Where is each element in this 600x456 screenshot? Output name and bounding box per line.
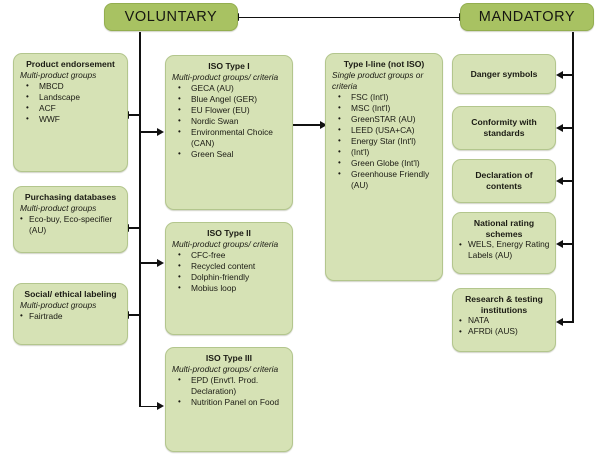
box-title: ISO Type III <box>205 353 253 363</box>
list-item: Fairtrade <box>20 310 123 322</box>
list-item: Nordic Swan <box>178 115 288 127</box>
branch-to-iso-type-iii <box>140 405 158 408</box>
branch-to-national-rating <box>562 243 574 245</box>
box-title: Product endorsement <box>26 59 115 69</box>
list-item: Mobius loop <box>178 282 288 294</box>
branch-to-iso-type-ii <box>140 262 158 264</box>
branch-to-conformity <box>562 127 574 129</box>
box-iso-type-i[interactable]: ISO Type I Multi-product groups/ criteri… <box>165 55 293 210</box>
box-title: Type I-line (not ISO) <box>343 59 425 69</box>
list-item: Blue Angel (GER) <box>178 93 288 105</box>
branch-to-product-endorsement <box>128 114 140 116</box>
branch-to-danger-symbols <box>562 74 574 76</box>
header-mandatory[interactable]: MANDATORY <box>460 3 594 31</box>
box-product-endorsement[interactable]: Product endorsement Multi-product groups… <box>13 53 128 172</box>
list-item: Dolphin-friendly <box>178 271 288 283</box>
arrowhead-research-testing <box>556 318 563 326</box>
arrowhead-iso-type-i <box>157 128 164 136</box>
box-item-list: NATA AFRDi (AUS) <box>455 315 553 337</box>
branch-to-research-testing <box>562 321 574 323</box>
list-item: NATA <box>459 315 551 326</box>
spine-mandatory <box>572 32 574 323</box>
connector-voluntary-mandatory <box>238 16 460 19</box>
box-title: ISO Type II <box>207 228 251 238</box>
list-item: MBCD <box>26 80 123 92</box>
box-title: Danger symbols <box>470 68 538 79</box>
box-title: ISO Type I <box>208 61 250 71</box>
box-title: Research & testing institutions <box>465 294 543 315</box>
branch-to-social-ethical-labeling <box>128 314 140 316</box>
box-danger-symbols[interactable]: Danger symbols <box>452 54 556 94</box>
arrowhead-conformity <box>556 124 563 132</box>
list-item: CFC-free <box>178 249 288 261</box>
box-subtitle: Multi-product groups/ criteria <box>172 71 279 82</box>
arrowhead-declaration <box>556 177 563 185</box>
box-item-list: Eco-buy, Eco-specifier (AU) <box>16 213 125 236</box>
list-item: Eco-buy, Eco-specifier (AU) <box>20 213 123 236</box>
box-item-list: FSC (Int'l) MSC (Int'l) GreenSTAR (AU) L… <box>328 91 440 191</box>
arrowhead-type-i-line <box>320 121 327 129</box>
list-item: GreenSTAR (AU) <box>338 113 438 125</box>
list-item: Nutrition Panel on Food <box>178 396 288 408</box>
box-social-ethical-labeling[interactable]: Social/ ethical labeling Multi-product g… <box>13 283 128 345</box>
list-item: GECA (AU) <box>178 82 288 94</box>
list-item: FSC (Int'l) <box>338 91 438 103</box>
box-subtitle: Multi-product groups/ criteria <box>172 363 279 374</box>
box-item-list: CFC-free Recycled content Dolphin-friend… <box>168 249 290 294</box>
list-item: LEED (USA+CA) <box>338 124 438 136</box>
box-conformity-with-standards[interactable]: Conformity with standards <box>452 106 556 150</box>
header-voluntary[interactable]: VOLUNTARY <box>104 3 238 31</box>
box-iso-type-iii[interactable]: ISO Type III Multi-product groups/ crite… <box>165 347 293 452</box>
list-item: Recycled content <box>178 260 288 272</box>
branch-to-declaration <box>562 180 574 182</box>
list-item: MSC (Int'l) <box>338 102 438 114</box>
spine-voluntary <box>139 32 141 407</box>
box-subtitle: Single product groups or criteria <box>332 69 424 91</box>
list-item: Greenhouse Friendly (AU) <box>338 168 438 191</box>
list-item: Environmental Choice (CAN) <box>178 126 288 149</box>
box-purchasing-databases[interactable]: Purchasing databases Multi-product group… <box>13 186 128 253</box>
list-item: Green Seal <box>178 148 288 160</box>
box-item-list: GECA (AU) Blue Angel (GER) EU Flower (EU… <box>168 82 290 160</box>
header-mandatory-label: MANDATORY <box>478 9 576 25</box>
list-item: Green Globe (Int'l) <box>338 157 438 169</box>
list-item: WELS, Energy Rating Labels (AU) <box>459 239 551 261</box>
connector-iso-type-i-to-type-i-line <box>293 124 321 126</box>
list-item: (Int'l) <box>338 146 438 158</box>
box-research-testing-institutions[interactable]: Research & testing institutions NATA AFR… <box>452 288 556 352</box>
arrowhead-danger-symbols <box>556 71 563 79</box>
box-title: Conformity with standards <box>471 117 537 138</box>
box-national-rating-schemes[interactable]: National rating schemes WELS, Energy Rat… <box>452 212 556 274</box>
box-iso-type-ii[interactable]: ISO Type II Multi-product groups/ criter… <box>165 222 293 335</box>
box-item-list: WELS, Energy Rating Labels (AU) <box>455 239 553 261</box>
box-title: Social/ ethical labeling <box>24 289 117 299</box>
box-type-i-line[interactable]: Type I-line (not ISO) Single product gro… <box>325 53 443 281</box>
box-subtitle: Multi-product groups/ criteria <box>172 238 279 249</box>
list-item: EU Flower (EU) <box>178 104 288 116</box>
box-item-list: MBCD Landscape ACF WWF <box>16 80 125 125</box>
box-item-list: Fairtrade <box>16 310 125 322</box>
header-voluntary-label: VOLUNTARY <box>124 9 218 25</box>
list-item: ACF <box>26 102 123 114</box>
arrowhead-iso-type-ii <box>157 259 164 267</box>
list-item: Energy Star (Int'l) <box>338 135 438 147</box>
list-item: Landscape <box>26 91 123 103</box>
list-item: AFRDi (AUS) <box>459 326 551 337</box>
branch-to-iso-type-i <box>140 131 158 133</box>
arrowhead-national-rating <box>556 240 563 248</box>
arrowhead-iso-type-iii <box>157 402 164 411</box>
box-declaration-of-contents[interactable]: Declaration of contents <box>452 159 556 203</box>
box-title: National rating schemes <box>473 218 535 239</box>
box-item-list: EPD (Envt'l. Prod. Declaration) Nutritio… <box>168 374 290 408</box>
box-subtitle: Multi-product groups <box>20 202 97 213</box>
box-title: Purchasing databases <box>24 192 117 202</box>
branch-to-purchasing-databases <box>128 227 140 229</box>
box-subtitle: Multi-product groups <box>20 299 97 310</box>
box-title: Declaration of contents <box>475 170 533 191</box>
box-subtitle: Multi-product groups <box>20 69 97 80</box>
list-item: EPD (Envt'l. Prod. Declaration) <box>178 374 288 397</box>
list-item: WWF <box>26 113 123 125</box>
